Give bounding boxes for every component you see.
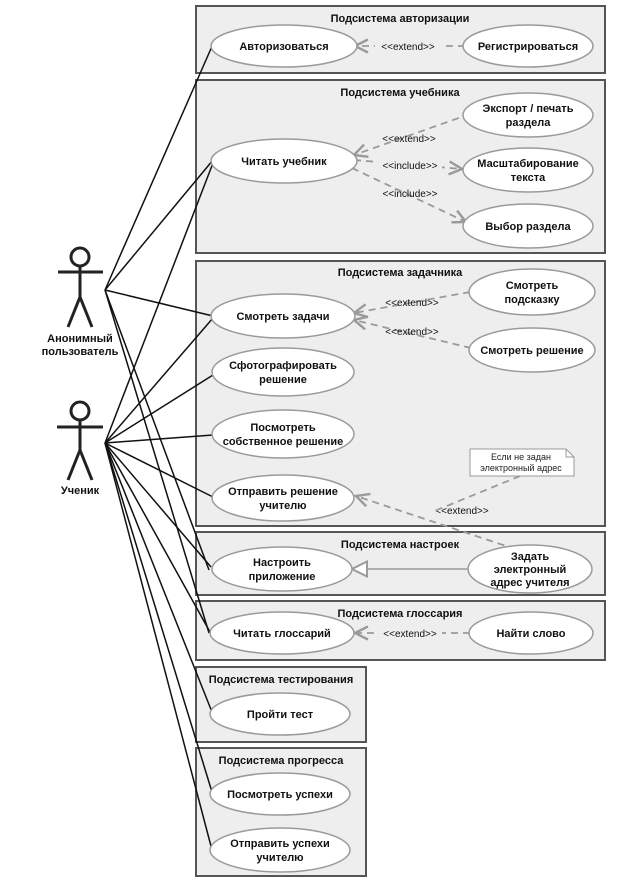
rel-solution-extends-tasks: <<extend>>: [354, 320, 472, 349]
use-case-read-glossary-label: Читать глоссарий: [233, 628, 331, 640]
use-case-configure-app[interactable]: Настроить приложение: [211, 546, 353, 592]
use-case-take-test[interactable]: Пройти тест: [209, 692, 351, 736]
use-case-authorize[interactable]: Авторизоваться: [210, 24, 358, 68]
note-line-1: Если не задан: [491, 452, 551, 462]
use-case-photo-solution-label-2: решение: [259, 374, 307, 386]
use-case-scale-text-label-1: Масштабирование: [477, 158, 578, 170]
use-case-export-print[interactable]: Экспорт / печать раздела: [462, 92, 594, 138]
use-case-own-solution-label-1: Посмотреть: [250, 422, 316, 434]
subsystem-testing-title: Подсистема тестирования: [209, 674, 353, 686]
use-case-set-teacher-email-label-1: Задать: [511, 551, 549, 563]
use-case-send-solution[interactable]: Отправить решение учителю: [211, 474, 355, 522]
subsystem-settings-title: Подсистема настроек: [341, 539, 460, 551]
actor-anonymous[interactable]: Анонимный пользователь: [42, 246, 119, 358]
use-case-view-solution[interactable]: Смотреть решение: [468, 327, 596, 373]
associations-student: [104, 162, 214, 851]
use-case-view-hint-label-1: Смотреть: [506, 280, 559, 292]
subsystem-glossary-title: Подсистема глоссария: [338, 608, 463, 620]
actor-student-label: Ученик: [61, 485, 100, 497]
rel-label-extend: <<extend>>: [385, 327, 439, 338]
use-case-send-solution-label-2: учителю: [259, 500, 306, 512]
use-case-own-solution-label-2: собственное решение: [223, 436, 344, 448]
use-case-photo-solution[interactable]: Сфотографировать решение: [211, 347, 355, 397]
use-case-set-teacher-email-label-3: адрес учителя: [490, 577, 569, 589]
use-case-select-section-label: Выбор раздела: [485, 221, 571, 233]
rel-export-extends-read: <<extend>>: [354, 113, 471, 155]
subsystem-auth-title: Подсистема авторизации: [331, 13, 470, 25]
use-case-export-print-label-2: раздела: [506, 117, 552, 129]
rel-label-include: <<include>>: [382, 189, 437, 200]
use-case-export-print-label-1: Экспорт / печать: [483, 103, 574, 115]
stick-figure-icon: [57, 400, 103, 481]
use-case-view-progress-label: Посмотреть успехи: [227, 789, 333, 801]
rel-hint-extends-tasks: <<extend>>: [354, 291, 471, 313]
use-case-configure-app-label-2: приложение: [249, 571, 316, 583]
rel-email-extends-send: <<extend>>: [356, 496, 528, 554]
use-case-scale-text[interactable]: Масштабирование текста: [462, 147, 594, 193]
use-case-select-section[interactable]: Выбор раздела: [462, 203, 594, 249]
use-case-find-word[interactable]: Найти слово: [468, 611, 594, 655]
subsystem-tasks-title: Подсистема задачника: [338, 267, 463, 279]
rel-register-extends-authorize: <<extend>>: [355, 39, 465, 53]
subsystem-progress-title: Подсистема прогресса: [219, 755, 345, 767]
use-case-configure-app-label-1: Настроить: [253, 557, 311, 569]
use-case-photo-solution-label-1: Сфотографировать: [229, 360, 337, 372]
use-case-take-test-label: Пройти тест: [247, 709, 314, 721]
rel-label-extend: <<extend>>: [381, 42, 435, 53]
use-case-authorize-label: Авторизоваться: [239, 41, 328, 53]
use-case-read-textbook-label: Читать учебник: [241, 156, 327, 168]
rel-label-include: <<include>>: [382, 161, 437, 172]
use-case-send-solution-label-1: Отправить решение: [228, 486, 338, 498]
use-case-send-progress-label-1: Отправить успехи: [230, 838, 330, 850]
use-case-send-progress[interactable]: Отправить успехи учителю: [209, 827, 351, 873]
associations-anonymous: [104, 43, 214, 634]
rel-label-extend: <<extend>>: [383, 629, 437, 640]
rel-read-includes-select: <<include>>: [351, 167, 466, 222]
use-case-set-teacher-email[interactable]: Задать электронный адрес учителя: [467, 544, 593, 594]
rel-label-extend: <<extend>>: [435, 506, 489, 517]
use-case-view-hint-label-2: подсказку: [504, 294, 560, 306]
actor-student[interactable]: Ученик: [57, 400, 103, 497]
use-case-scale-text-label-2: текста: [511, 172, 546, 184]
use-case-view-solution-label: Смотреть решение: [480, 345, 583, 357]
rel-label-extend: <<extend>>: [385, 298, 439, 309]
rel-label-extend: <<extend>>: [382, 134, 436, 145]
use-case-send-progress-label-2: учителю: [256, 852, 303, 864]
use-case-view-tasks[interactable]: Смотреть задачи: [210, 293, 356, 339]
use-case-read-glossary[interactable]: Читать глоссарий: [209, 611, 355, 655]
use-case-read-textbook[interactable]: Читать учебник: [210, 138, 358, 184]
use-case-set-teacher-email-label-2: электронный: [494, 564, 567, 576]
note-line-2: электронный адрес: [480, 463, 562, 473]
actor-anonymous-label-1: Анонимный: [47, 333, 113, 345]
actor-anonymous-label-2: пользователь: [42, 346, 119, 358]
use-case-view-progress[interactable]: Посмотреть успехи: [209, 772, 351, 816]
use-case-find-word-label: Найти слово: [496, 628, 565, 640]
note-email-condition: Если не задан электронный адрес: [431, 448, 575, 513]
rel-find-extends-glossary: <<extend>>: [355, 626, 470, 640]
rel-read-includes-scale: <<include>>: [353, 159, 462, 172]
subsystem-textbook-title: Подсистема учебника: [340, 87, 460, 99]
use-case-register[interactable]: Регистрироваться: [462, 24, 594, 68]
use-case-view-hint[interactable]: Смотреть подсказку: [468, 268, 596, 316]
use-case-view-tasks-label: Смотреть задачи: [236, 311, 329, 323]
use-case-register-label: Регистрироваться: [478, 41, 578, 53]
use-case-own-solution[interactable]: Посмотреть собственное решение: [211, 409, 355, 459]
stick-figure-icon: [58, 246, 103, 328]
